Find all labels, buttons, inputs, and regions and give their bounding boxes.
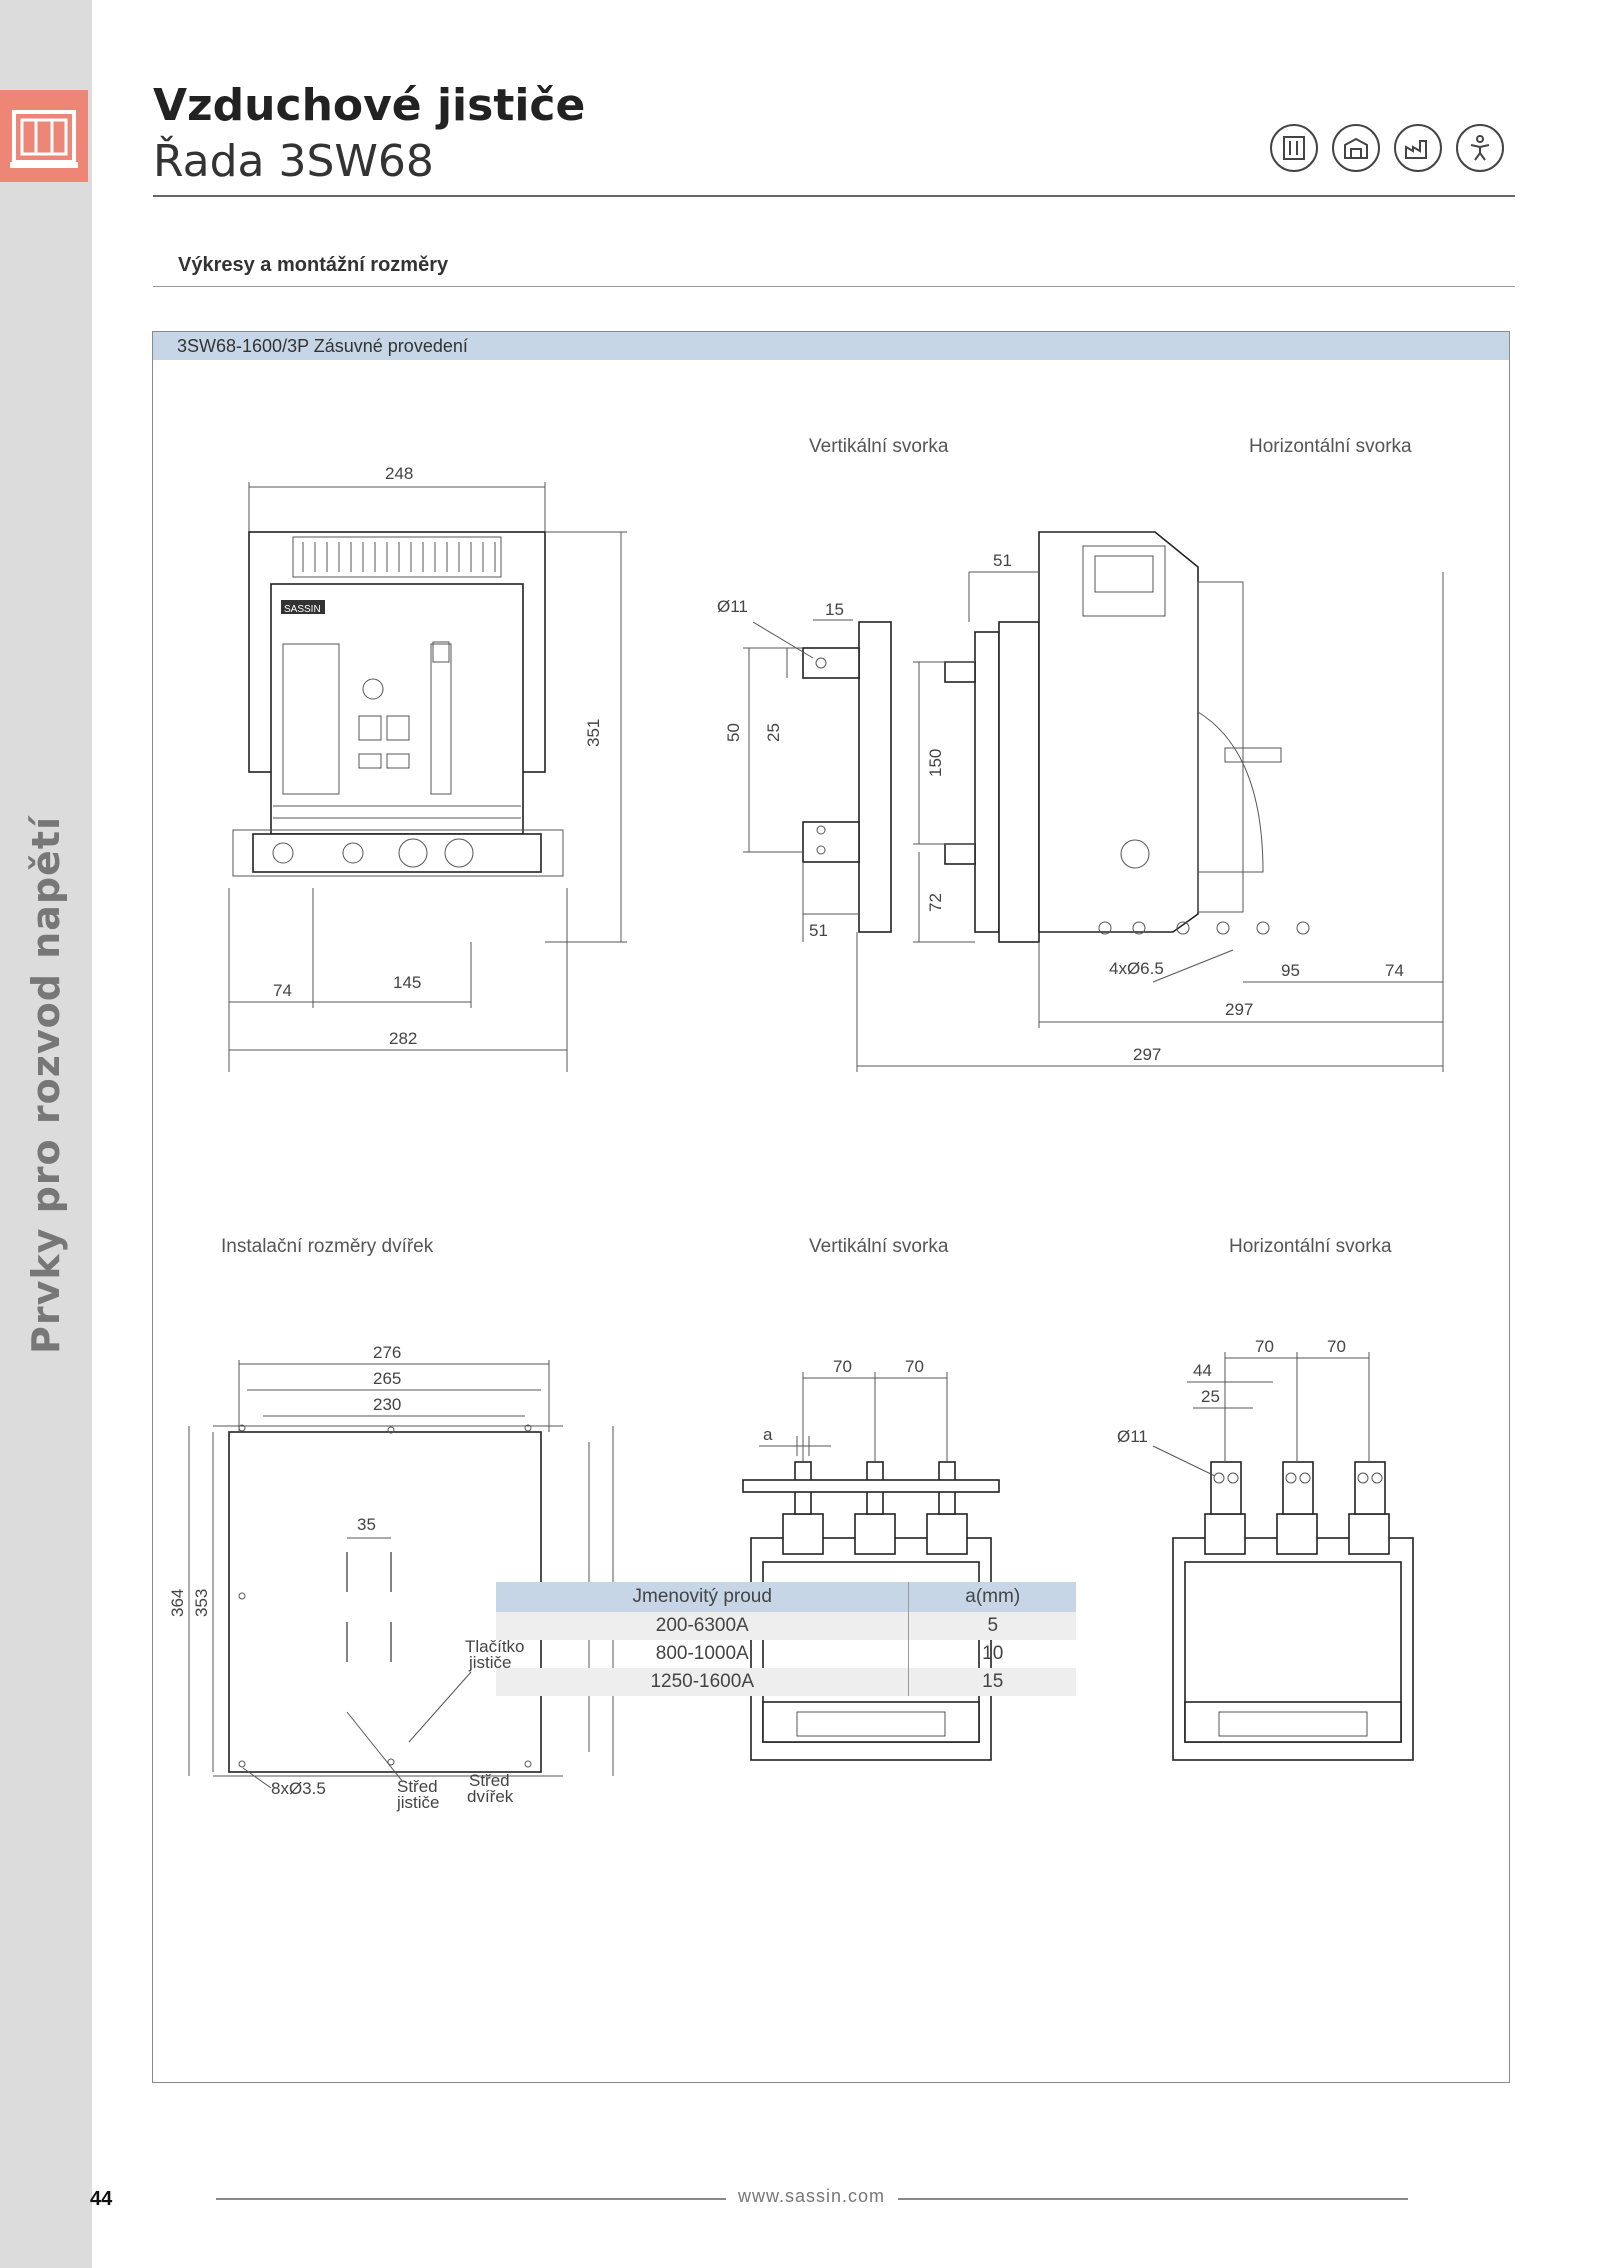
vertical-terminal-drawing: 50 25 Ø11 15 51: [717, 597, 892, 942]
dim-vert-25: 25: [764, 723, 783, 742]
dim-vert2-70-a: 70: [833, 1357, 852, 1376]
dim-vert-dia11: Ø11: [717, 597, 748, 616]
factory-icon: [1394, 124, 1442, 172]
technical-drawings: Vertikální svorka Horizontální svorka In…: [168, 436, 1444, 1812]
dim-horz2-44: 44: [1193, 1361, 1212, 1380]
dim-door-353: 353: [192, 1589, 211, 1617]
front-view-drawing: 248 SASSIN: [228, 464, 627, 1072]
table-cell: 800-1000A: [496, 1640, 910, 1668]
table-cell: 10: [982, 1643, 1004, 1664]
table-row: 200-6300A 5: [496, 1612, 1076, 1640]
table-cell: 15: [908, 1668, 1076, 1696]
table-cell: 1250-1600A: [496, 1668, 910, 1696]
dim-horz2-dia11: Ø11: [1117, 1427, 1148, 1446]
footer-rule-right: [898, 2198, 1408, 2200]
dim-vert-15: 15: [825, 600, 844, 619]
note-breaker-centre-2: jističe: [396, 1793, 440, 1812]
section-rule: [153, 286, 1515, 287]
table-cell: 200-6300A: [496, 1612, 910, 1640]
ratings-table: Jmenovitý proud a(mm) 200-6300A 5 800-10…: [496, 1582, 1076, 1696]
dim-horz-74: 74: [1385, 961, 1404, 980]
page-title: Vzduchové jističe: [153, 80, 586, 131]
horizontal-terminal-rear-drawing: 70 70 44 25 Ø11: [1117, 1337, 1414, 1761]
caption-vertical-terminal-2: Vertikální svorka: [809, 1236, 949, 1257]
industrial-building-icon: [1332, 124, 1380, 172]
dim-front-height-351: 351: [584, 719, 603, 747]
table-cell: 5: [908, 1612, 1076, 1640]
door-cutout-drawing: 276 265 230 35 364 353 317 352 8xØ3.5 Tl…: [168, 1343, 614, 1812]
panel-header: 3SW68-1600/3P Zásuvné provedení: [153, 332, 1509, 360]
page-subtitle: Řada 3SW68: [153, 136, 434, 187]
sidebar: Prvky pro rozvod napětí: [0, 0, 92, 2268]
dim-vert-50: 50: [724, 723, 743, 742]
horizontal-terminal-drawing: 150 72 51 4xØ6.5 95 74 297 297: [856, 531, 1444, 1072]
dim-front-width-248: 248: [385, 464, 413, 483]
table-row: 1250-1600A 15: [496, 1668, 1076, 1696]
drawing-panel: 3SW68-1600/3P Zásuvné provedení Vertikál…: [152, 331, 1510, 2083]
dim-horz2-25: 25: [1201, 1387, 1220, 1406]
note-door-centre-1: Střed: [469, 1771, 510, 1790]
breaker-category-icon: [0, 90, 88, 182]
dim-door-265: 265: [373, 1369, 401, 1388]
note-door-centre-2: dvířek: [467, 1787, 514, 1806]
dim-door-230: 230: [373, 1395, 401, 1414]
dim-vert2-a: a: [763, 1425, 773, 1444]
footer-url[interactable]: www.sassin.com: [738, 2186, 886, 2206]
human-figure-icon: [1456, 124, 1504, 172]
dim-horz-297-a: 297: [1225, 1000, 1253, 1019]
dim-horz-4xdia65: 4xØ6.5: [1109, 959, 1164, 978]
footer-rule-left: [216, 2198, 726, 2200]
ratings-header-row: Jmenovitý proud a(mm): [496, 1582, 1076, 1612]
dim-horz-95: 95: [1281, 961, 1300, 980]
dim-horz2-70-b: 70: [1327, 1337, 1346, 1356]
caption-door-cutout: Instalační rozměry dvířek: [221, 1236, 434, 1257]
dim-door-35: 35: [357, 1515, 376, 1534]
dim-front-74: 74: [273, 981, 292, 1000]
table-row: 800-1000A 10: [496, 1640, 1076, 1668]
caption-vertical-terminal: Vertikální svorka: [809, 436, 949, 457]
page-number: 44: [90, 2188, 113, 2210]
dim-front-282: 282: [389, 1029, 417, 1048]
note-breaker-centre-1: Střed: [397, 1777, 438, 1796]
ratings-header-a: a(mm): [908, 1582, 1076, 1612]
dim-door-8xdia35: 8xØ3.5: [271, 1779, 326, 1798]
dim-horz2-70-a: 70: [1255, 1337, 1274, 1356]
caption-horizontal-terminal-2: Horizontální svorka: [1229, 1236, 1392, 1257]
dim-horz-150: 150: [926, 749, 945, 777]
dim-door-364: 364: [168, 1589, 187, 1617]
vertical-terminal-rear-drawing: 70 70 a: [742, 1357, 1000, 1761]
panel-cabinet-icon: [1270, 124, 1318, 172]
sidebar-category-label: Prvky pro rozvod napětí: [24, 815, 68, 1355]
dim-front-145: 145: [393, 973, 421, 992]
dim-door-276: 276: [373, 1343, 401, 1362]
dim-horz-72: 72: [926, 893, 945, 912]
dim-vert-51: 51: [809, 921, 828, 940]
dim-horz-51: 51: [993, 551, 1012, 570]
ratings-header-current: Jmenovitý proud: [496, 1582, 910, 1612]
header-rule: [153, 195, 1515, 197]
caption-horizontal-terminal: Horizontální svorka: [1249, 436, 1412, 457]
dim-horz-297-b: 297: [1133, 1045, 1161, 1064]
breaker-brand-label: SASSIN: [284, 604, 321, 615]
section-heading: Výkresy a montážní rozměry: [178, 254, 449, 276]
application-icons: [1270, 124, 1504, 172]
dim-vert2-70-b: 70: [905, 1357, 924, 1376]
